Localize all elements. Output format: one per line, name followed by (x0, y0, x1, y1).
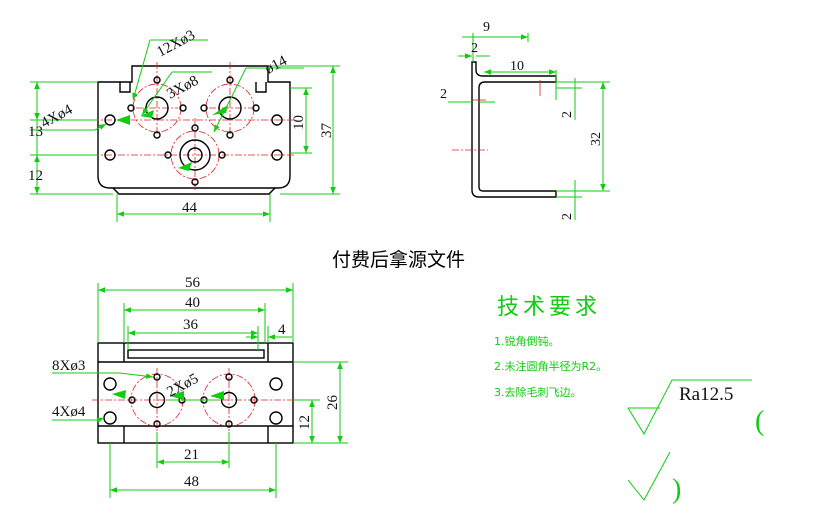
tech-item-2: 2.未注圆角半径为R2。 (494, 359, 607, 373)
side-dimensions (448, 33, 610, 220)
front-view: 12Xø3 3Xø8 ø14 4Xø4 44 37 10 13 12 (28, 27, 340, 222)
front-callout-d3: 12Xø3 (154, 27, 198, 60)
side-dim-32: 32 (589, 132, 604, 146)
side-view: 9 2 10 2 2 32 2 (440, 20, 610, 220)
tech-item-1: 1.锐角倒钝。 (494, 334, 560, 348)
roughness-check-mark-small (627, 451, 671, 501)
front-callout-d4: 4Xø4 (38, 102, 75, 132)
plan-dim-4: 4 (278, 322, 286, 338)
roughness-close-paren: ) (672, 474, 681, 505)
plan-view: 8Xø3 2Xø5 4Xø4 56 40 36 4 21 48 26 12 (52, 275, 348, 498)
front-dim-44: 44 (182, 200, 198, 216)
side-dim-2-left: 2 (440, 87, 447, 102)
tech-requirements: 技术要求 1.锐角倒钝。 2.未注圆角半径为R2。 3.去除毛刺飞边。 (494, 295, 607, 399)
side-dim-10: 10 (510, 59, 524, 74)
tech-title: 技术要求 (497, 295, 601, 320)
roughness-open-paren: ( (755, 406, 764, 437)
side-dim-2-bottom: 2 (560, 213, 575, 220)
front-dim-12: 12 (28, 168, 43, 184)
plan-dim-26: 26 (325, 395, 341, 411)
roughness-symbol: Ra12.5 ( ) (627, 379, 764, 505)
roughness-label: Ra12.5 (679, 384, 733, 405)
front-dim-10: 10 (291, 115, 307, 130)
tech-item-3: 3.去除毛刺飞边。 (494, 385, 582, 399)
side-dim-2-top: 2 (471, 41, 478, 56)
plan-outline (97, 342, 294, 444)
roughness-check-mark (627, 379, 752, 436)
plan-dim-21: 21 (184, 447, 199, 463)
front-arrow-accents (116, 105, 228, 171)
front-hole-d8-right (218, 96, 242, 120)
front-callout-d8: 3Xø8 (164, 73, 201, 103)
side-dim-2-right: 2 (560, 111, 575, 118)
side-bracket-profile (471, 61, 557, 198)
front-dim-37: 37 (319, 123, 335, 139)
plan-callout-d3: 8Xø3 (52, 358, 85, 374)
plan-dimensions (52, 283, 348, 498)
front-dim-13: 13 (28, 124, 43, 140)
plan-dim-48: 48 (184, 474, 199, 490)
plan-holes (103, 373, 283, 428)
caption: 付费后拿源文件 (332, 248, 465, 271)
front-hole-d14 (179, 139, 211, 171)
plan-callout-d4: 4Xø4 (52, 404, 86, 420)
side-dim-9: 9 (483, 20, 490, 35)
front-outline (97, 65, 291, 195)
plan-dim-40: 40 (185, 295, 200, 311)
front-holes (104, 76, 283, 186)
plan-arrow-accents (112, 390, 224, 400)
front-dimensions (30, 39, 340, 222)
plan-dim-36: 36 (183, 317, 199, 333)
plan-dim-12: 12 (297, 415, 313, 430)
front-callout-d14: ø14 (262, 53, 290, 78)
plan-dim-56: 56 (185, 275, 201, 291)
